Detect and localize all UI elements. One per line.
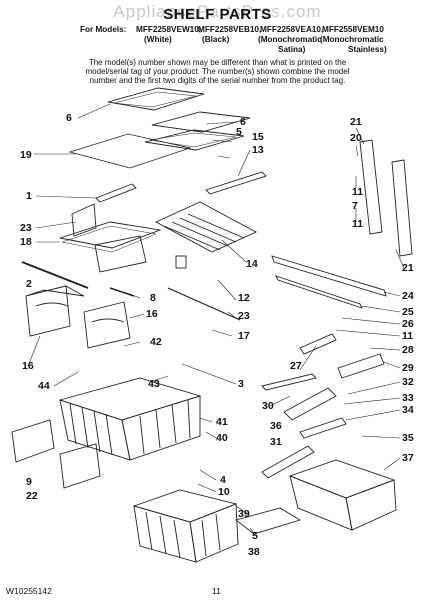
callout-39: 39 xyxy=(238,508,250,520)
rail-25 xyxy=(275,275,363,309)
cover-38 xyxy=(235,507,302,535)
callout-26: 26 xyxy=(402,318,414,330)
slide-shelf xyxy=(154,171,267,269)
freezer-basket-lower xyxy=(132,489,239,563)
variant-satina: (Monochromatic xyxy=(258,35,322,44)
callout-6a: 6 xyxy=(66,112,72,124)
callout-20: 20 xyxy=(350,132,362,144)
variant-stainless: (Monochromatic xyxy=(320,35,384,44)
rail-left xyxy=(21,261,89,289)
callout-28: 28 xyxy=(402,344,414,356)
variant-satina-2: Satina) xyxy=(278,45,306,54)
vertical-rails xyxy=(359,139,413,257)
callout-37: 37 xyxy=(402,452,414,464)
callout-38: 38 xyxy=(248,546,260,558)
model-white: MFF2258VEW10, xyxy=(136,25,202,34)
callout-25: 25 xyxy=(402,306,414,318)
note-line-1: The model(s) number shown may be differe… xyxy=(88,58,347,67)
note-line-3: number and the first two digits of the s… xyxy=(89,76,346,85)
callout-41: 41 xyxy=(216,416,228,428)
page-number: 11 xyxy=(212,586,221,596)
callout-34: 34 xyxy=(402,404,414,416)
callout-7: 7 xyxy=(352,200,358,212)
variant-stainless-2: Stainless) xyxy=(348,45,387,54)
variant-white: (White) xyxy=(144,35,172,44)
rail-24 xyxy=(271,255,387,297)
callout-11b: 11 xyxy=(352,218,364,230)
freezer-basket-upper xyxy=(58,377,202,461)
callout-36: 36 xyxy=(270,420,282,432)
callout-8: 8 xyxy=(150,292,156,304)
callout-1: 1 xyxy=(26,190,32,202)
callout-19: 19 xyxy=(20,149,32,161)
model-stainless: MFF2558VEM10 xyxy=(322,25,384,34)
slide-36 xyxy=(299,417,347,439)
tray-37 xyxy=(288,459,397,531)
callout-29: 29 xyxy=(402,362,414,374)
slide-31 xyxy=(261,445,315,479)
divider-22 xyxy=(59,443,101,489)
callout-17: 17 xyxy=(238,330,250,342)
model-black: MFF2258VEB10, xyxy=(198,25,262,34)
callout-11c: 11 xyxy=(402,330,414,342)
callout-42: 42 xyxy=(150,336,162,348)
callout-9: 9 xyxy=(26,476,32,488)
callout-18: 18 xyxy=(20,236,32,248)
callout-16a: 16 xyxy=(146,308,158,320)
rail-small xyxy=(109,287,135,297)
callout-15: 15 xyxy=(252,131,264,143)
callout-35: 35 xyxy=(402,432,414,444)
callout-21b: 21 xyxy=(402,262,414,274)
callout-2: 2 xyxy=(26,278,32,290)
callout-14: 14 xyxy=(246,258,258,270)
callout-10: 10 xyxy=(218,486,230,498)
callout-32: 32 xyxy=(402,376,414,388)
callout-13: 13 xyxy=(252,144,264,156)
bracket-29 xyxy=(337,353,385,379)
divider-9 xyxy=(11,419,55,463)
callout-3: 3 xyxy=(238,378,244,390)
callout-11a: 11 xyxy=(352,186,364,198)
rail-long xyxy=(167,287,241,321)
callout-22: 22 xyxy=(26,490,38,502)
shelf-frame-top xyxy=(107,87,251,151)
callout-24: 24 xyxy=(402,290,414,302)
bracket-27 xyxy=(299,333,337,355)
slide-32 xyxy=(283,387,337,421)
callout-6b: 6 xyxy=(240,116,246,128)
callout-27: 27 xyxy=(290,360,302,372)
note-line-2: model/serial tag of your product. The nu… xyxy=(85,67,350,76)
watermark: AppliancePartsPros.com xyxy=(113,2,322,21)
callout-30: 30 xyxy=(262,400,274,412)
callout-5: 5 xyxy=(236,126,242,138)
callout-31: 31 xyxy=(270,436,282,448)
callout-40: 40 xyxy=(216,432,228,444)
callout-44: 44 xyxy=(38,380,50,392)
callout-21a: 21 xyxy=(350,116,362,128)
model-satina: MFF2258VEA10, xyxy=(260,25,324,34)
variant-black: (Black) xyxy=(202,35,230,44)
callout-43: 43 xyxy=(148,378,160,390)
callout-23b: 23 xyxy=(238,310,250,322)
document-number: W10255142 xyxy=(6,586,52,596)
shelf-rail-assembly xyxy=(59,183,162,273)
glass-panel xyxy=(68,133,192,169)
page-title: SHELF PARTS xyxy=(163,6,272,23)
leader-lines xyxy=(27,103,405,537)
callout-5b: 5 xyxy=(252,530,258,542)
callout-23a: 23 xyxy=(20,222,32,234)
callout-12: 12 xyxy=(238,292,250,304)
crisper-bins xyxy=(25,285,131,349)
callout-33: 33 xyxy=(402,392,414,404)
slide-30 xyxy=(261,373,317,391)
callout-4: 4 xyxy=(220,474,226,486)
models-prefix: For Models: xyxy=(80,25,127,34)
callout-16b: 16 xyxy=(22,360,34,372)
